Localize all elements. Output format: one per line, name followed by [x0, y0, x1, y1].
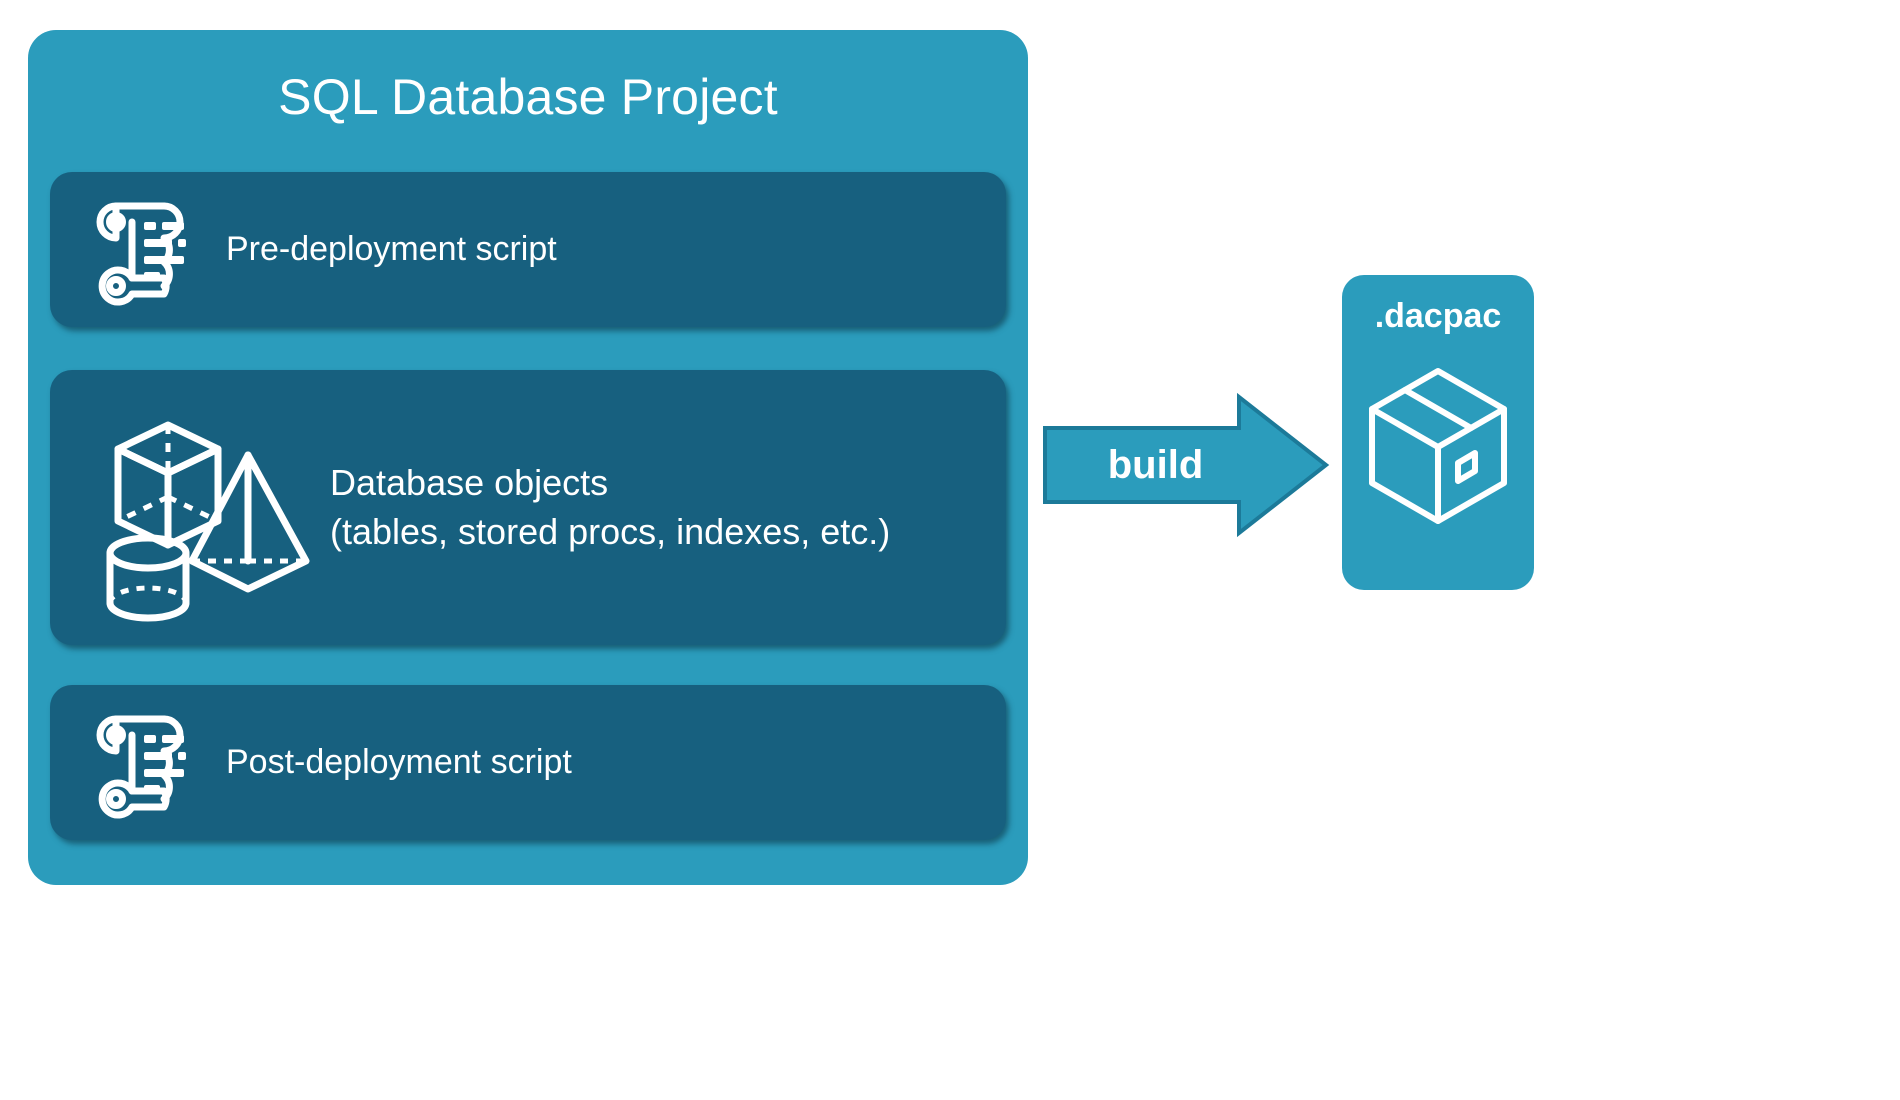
3d-shapes-icon — [100, 393, 330, 623]
project-title: SQL Database Project — [278, 69, 778, 125]
dacpac-title: .dacpac — [1374, 297, 1502, 335]
panel-label-pre-deployment: Pre-deployment script — [226, 229, 557, 268]
panel-database-objects[interactable]: Database objects (tables, stored procs, … — [50, 370, 1006, 645]
arrow-right-icon — [1043, 392, 1330, 538]
panel-label-database-objects: Database objects (tables, stored procs, … — [330, 461, 891, 552]
panel-post-deployment[interactable]: Post-deployment script — [50, 685, 1006, 840]
build-arrow — [1043, 392, 1330, 538]
dacpac-output-box[interactable]: .dacpac — [1342, 275, 1534, 590]
scroll-icon — [56, 707, 226, 819]
panel-pre-deployment[interactable]: Pre-deployment script — [50, 172, 1006, 327]
panel-label-post-deployment: Post-deployment script — [226, 742, 572, 781]
package-box-icon — [1363, 363, 1513, 524]
scroll-icon — [56, 194, 226, 306]
sql-database-project-container: SQL Database Project — [28, 30, 1028, 885]
